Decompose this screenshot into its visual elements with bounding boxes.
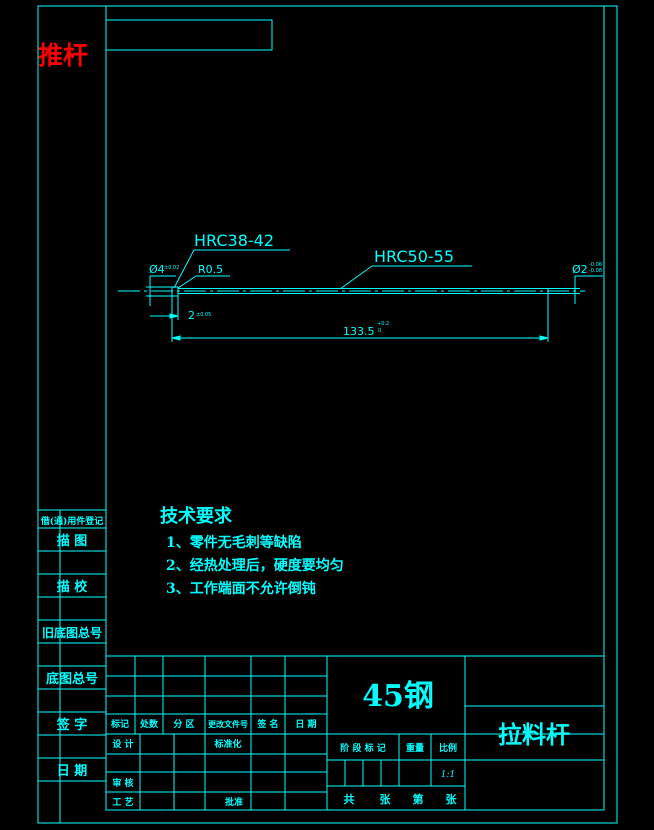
- inner-border: [105, 5, 605, 811]
- side-label: 底图总号: [46, 671, 98, 687]
- side-label: 旧底图总号: [42, 625, 102, 640]
- sheets-zhang1: 张: [380, 792, 392, 806]
- leader-hardness-right: [339, 265, 373, 290]
- rev-header: 处数: [139, 718, 159, 730]
- side-column-labels: 借(通)用件登记 描 图 描 校 旧底图总号 底图总号 签 字 日 期: [40, 515, 104, 779]
- arrow-total-right: [539, 335, 549, 341]
- dim-step-tol: ±0.05: [196, 312, 211, 318]
- tech-req-item: 2、经热处理后，硬度要均匀: [166, 557, 344, 574]
- scale-header: 比例: [439, 742, 457, 754]
- row-approve: 批准: [225, 796, 243, 808]
- row-review: 审 核: [112, 777, 133, 789]
- side-label: 描 校: [57, 579, 89, 595]
- row-standard: 标准化: [213, 738, 241, 750]
- dim-total-tol-upper: +0.2: [377, 321, 389, 327]
- arrow-step-right: [169, 313, 179, 319]
- part-dimensions: HRC38-42 HRC50-55 R0.5 Ø4 ±0.02 2 ±0.05 …: [149, 231, 602, 338]
- dim-right-diameter-text: Ø2: [572, 263, 588, 276]
- sheets-di: 第: [413, 792, 424, 806]
- dim-step-text: 2: [188, 309, 195, 322]
- drawing-name: 拉料杆: [498, 720, 570, 749]
- part-name-red: 推杆: [38, 41, 88, 70]
- dim-left-diameter-text: Ø4: [149, 263, 165, 276]
- sheets-zhang2: 张: [446, 792, 458, 806]
- dim-left-diameter-tol: ±0.02: [164, 265, 179, 271]
- material-label: 45钢: [362, 679, 434, 714]
- scale-value: 1:1: [441, 770, 455, 780]
- rev-header: 更改文件号: [208, 719, 248, 729]
- sheets-total: 共: [344, 792, 355, 806]
- tech-req-item: 3、工作端面不允许倒钝: [166, 580, 316, 597]
- dim-right-diameter-tol-lower: -0.08: [589, 268, 602, 274]
- drawing-frame: [37, 5, 618, 824]
- dim-radius-text: R0.5: [198, 263, 223, 276]
- title-block: [106, 655, 604, 810]
- callout-hardness-left: HRC38-42: [194, 231, 274, 250]
- rev-header: 签 名: [256, 718, 278, 730]
- row-design: 设 计: [112, 738, 133, 750]
- weight-header: 重量: [406, 742, 424, 754]
- rev-header: 日 期: [295, 718, 316, 730]
- top-left-box: [105, 19, 273, 51]
- leader-hardness-left: [173, 249, 195, 289]
- part-view: [118, 249, 603, 342]
- arrow-total-left: [171, 335, 181, 341]
- tech-req-title: 技术要求: [160, 505, 233, 527]
- dim-total-text: 133.5: [343, 325, 375, 338]
- dim-right-diameter-tol-upper: -0.06: [589, 262, 602, 268]
- title-block-text: 45钢 拉料杆 标记 处数 分 区 更改文件号 签 名 日 期 设 计 标准化 …: [110, 679, 570, 808]
- side-label: 日 期: [57, 764, 88, 779]
- row-process: 工 艺: [112, 796, 133, 808]
- side-label: 签 字: [56, 717, 88, 733]
- side-label: 借(通)用件登记: [40, 515, 104, 527]
- leader-radius: [177, 275, 197, 289]
- tech-requirements: 技术要求 1、零件无毛刺等缺陷 2、经热处理后，硬度要均匀 3、工作端面不允许倒…: [160, 505, 344, 597]
- rev-header: 标记: [110, 718, 129, 730]
- callout-hardness-right: HRC50-55: [374, 247, 454, 266]
- side-label: 描 图: [57, 533, 88, 549]
- tech-req-item: 1、零件无毛刺等缺陷: [166, 534, 302, 551]
- dim-total-tol-lower: 0: [378, 328, 381, 334]
- rev-header: 分 区: [173, 718, 194, 730]
- stage-header: 阶 段 标 记: [340, 742, 385, 754]
